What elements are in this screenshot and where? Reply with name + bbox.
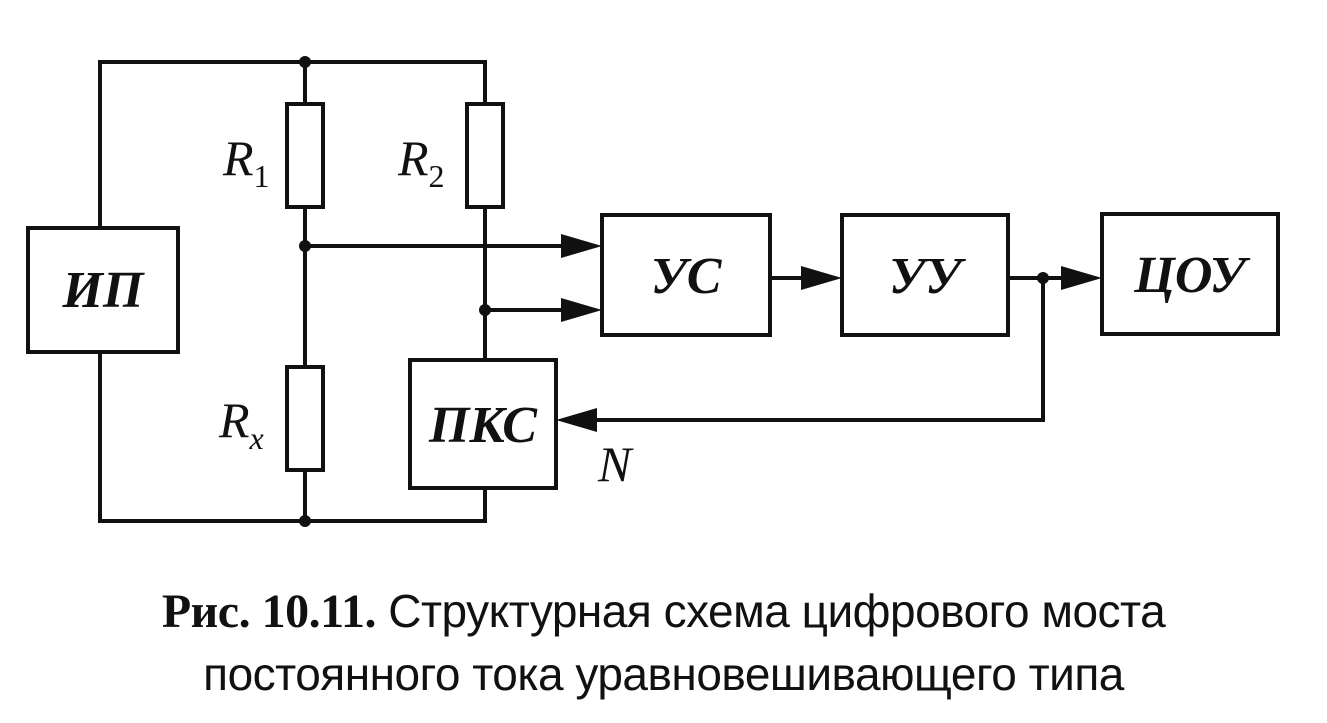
- block-ip: [26, 226, 180, 354]
- resistor-r1-label: R1: [222, 130, 270, 194]
- resistor-r1-subscript: 1: [254, 158, 270, 194]
- junction-dot-bottom: [299, 515, 311, 527]
- bottom-rail-wire: [98, 350, 487, 523]
- arrow-to-tsou: [1061, 266, 1102, 290]
- signal-n-label: N: [597, 436, 634, 492]
- block-tsou: [1100, 212, 1280, 336]
- block-us: [600, 213, 772, 337]
- block-tsou-label: ЦОУ: [1133, 247, 1250, 304]
- block-uu-label: УУ: [889, 248, 966, 305]
- block-ip-label: ИП: [62, 262, 145, 319]
- junctions: [299, 56, 1049, 527]
- arrow-to-us-2: [561, 298, 602, 322]
- junction-dot-mid-left: [299, 240, 311, 252]
- block-pks-label: ПКС: [428, 397, 538, 454]
- resistor-rx-subscript: x: [249, 420, 264, 456]
- arrow-to-us-1: [561, 234, 602, 258]
- feedback-wire: [592, 276, 1045, 422]
- arrow-to-pks: [556, 408, 597, 432]
- resistor-rx-letter: R: [218, 392, 250, 448]
- resistor-r2: [465, 102, 505, 209]
- resistor-rx: [285, 365, 325, 472]
- top-rail-wire: [98, 60, 487, 230]
- block-uu: [840, 213, 1010, 337]
- resistor-r2-label: R2: [397, 130, 445, 194]
- caption-title-part-1: Структурная схема цифрового моста: [388, 585, 1166, 637]
- block-us-label: УС: [651, 248, 723, 305]
- figure-caption: Рис. 10.11. Структурная схема цифрового …: [0, 580, 1327, 705]
- junction-dot-mid-right: [479, 304, 491, 316]
- wires: [98, 60, 1070, 523]
- resistor-rx-label: Rx: [218, 392, 264, 456]
- caption-line-1: Рис. 10.11. Структурная схема цифрового …: [0, 580, 1327, 643]
- arrows: [556, 234, 1102, 432]
- caption-line-2: постоянного тока уравновешивающего типа: [0, 643, 1327, 705]
- caption-figure-number: Рис. 10.11.: [161, 585, 377, 638]
- resistor-r2-subscript: 2: [429, 158, 445, 194]
- resistor-r1-letter: R: [222, 130, 254, 186]
- resistor-r1: [285, 102, 325, 209]
- caption-title-part-2: постоянного тока уравновешивающего типа: [203, 648, 1124, 700]
- resistor-r2-letter: R: [397, 130, 429, 186]
- block-pks: [408, 358, 558, 490]
- junction-dot-feedback: [1037, 272, 1049, 284]
- junction-dot-top: [299, 56, 311, 68]
- arrow-to-uu: [801, 266, 842, 290]
